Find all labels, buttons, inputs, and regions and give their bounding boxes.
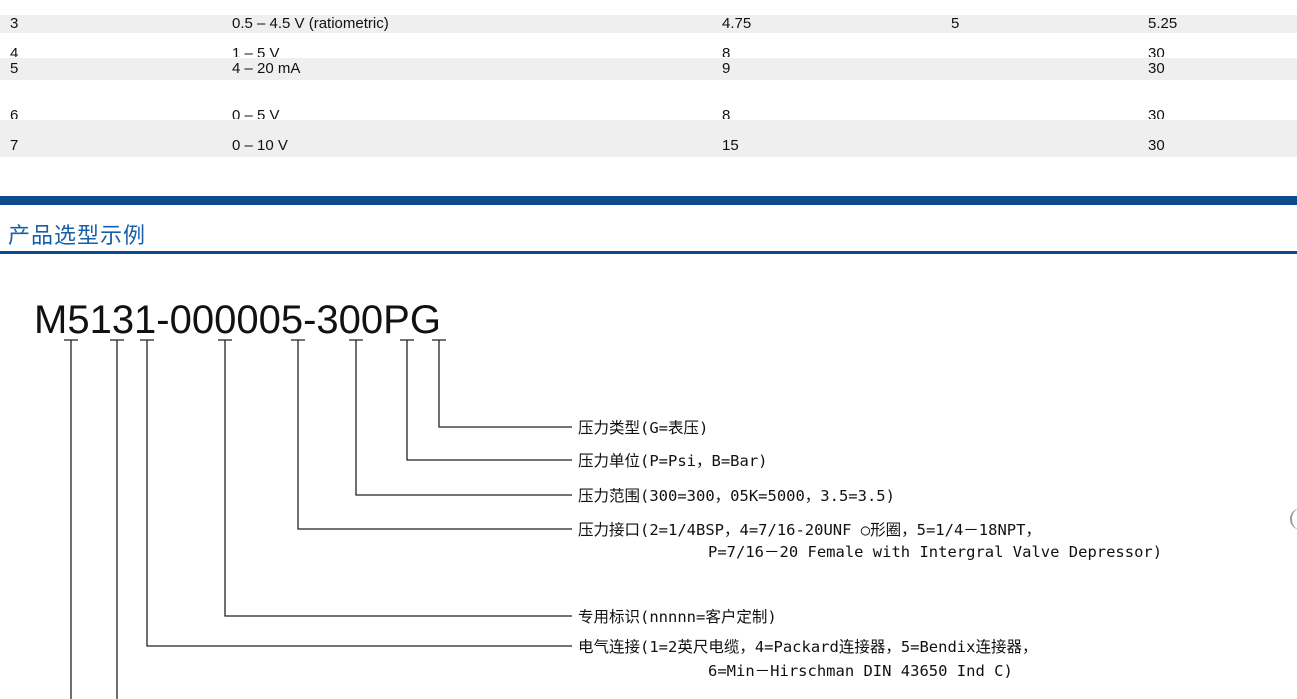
- table-cell: 3: [10, 15, 19, 32]
- table-cell: 4: [10, 45, 19, 57]
- callout-line-series: [64, 339, 78, 699]
- table-row: 6 0 – 5 V 8 30: [0, 106, 1297, 119]
- legend-pressure-type: 压力类型(G=表压): [578, 419, 709, 437]
- legend-pressure-port-cont: P=7/16－20 Female with Intergral Valve De…: [708, 543, 1163, 561]
- callout-line-type: [432, 339, 572, 428]
- table-cell: 4 – 20 mA: [232, 60, 301, 77]
- legend-pressure-range: 压力范围(300=300，05K=5000，3.5=3.5): [578, 487, 895, 505]
- table-cell: 0 – 5 V: [232, 107, 280, 119]
- callout-line-accuracy: [110, 339, 124, 699]
- section-band: [0, 196, 1297, 205]
- legend-pressure-port: 压力接口(2=1/4BSP，4=7/16-20UNF ○形圈，5=1/4－18N…: [578, 521, 1041, 539]
- table-cell: 15: [722, 137, 739, 154]
- table-cell: 30: [1148, 107, 1165, 119]
- callout-line-custom: [218, 339, 572, 617]
- legend-electrical-cont: 6=Min－Hirschman DIN 43650 Ind C): [708, 662, 1013, 680]
- table-cell: 0.5 – 4.5 V (ratiometric): [232, 15, 389, 32]
- callout-line-electrical: [140, 339, 572, 647]
- table-cell: 8: [722, 45, 731, 57]
- table-cell: 5.25: [1148, 15, 1178, 32]
- table-row: 4 1 – 5 V 8 30: [0, 44, 1297, 57]
- page-edge-mark: [1290, 508, 1297, 530]
- legend-pressure-unit: 压力单位(P=Psi，B=Bar): [578, 452, 768, 470]
- table-cell: 30: [1148, 45, 1165, 57]
- table-cell: 5: [951, 15, 960, 32]
- table-row: 7 0 – 10 V 15 30: [0, 120, 1297, 157]
- table-cell: 0 – 10 V: [232, 137, 288, 154]
- table-cell: 4.75: [722, 15, 752, 32]
- callout-line-unit: [400, 339, 572, 461]
- table-row: 3 0.5 – 4.5 V (ratiometric) 4.75 5 5.25: [0, 15, 1297, 33]
- table-cell: 5: [10, 60, 19, 77]
- table-row: 5 4 – 20 mA 9 30: [0, 58, 1297, 80]
- callout-line-port: [291, 339, 572, 530]
- table-cell: 30: [1148, 60, 1165, 77]
- legend-electrical: 电气连接(1=2英尺电缆，4=Packard连接器，5=Bendix连接器，: [578, 638, 1038, 656]
- title-divider: [0, 251, 1297, 254]
- legend-custom-id: 专用标识(nnnnn=客户定制): [578, 608, 777, 626]
- model-code-example: M5131-000005-300PG: [34, 298, 441, 342]
- table-cell: 1 – 5 V: [232, 45, 280, 57]
- section-title: 产品选型示例: [8, 224, 147, 249]
- callout-line-range: [349, 339, 572, 496]
- table-cell: 30: [1148, 137, 1165, 154]
- table-cell: 9: [722, 60, 731, 77]
- table-cell: 6: [10, 107, 19, 119]
- table-cell: 8: [722, 107, 731, 119]
- table-cell: 7: [10, 137, 19, 154]
